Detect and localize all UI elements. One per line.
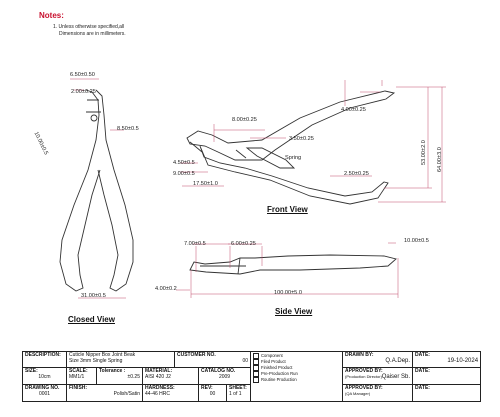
front-view-title: Front View: [267, 205, 308, 214]
checkbox-icon: [253, 371, 260, 377]
checkbox-icon: [253, 377, 260, 383]
sheet-cell: SHEET: 1 of 1: [225, 384, 252, 402]
tolerance-cell: Tolerance : ±0.25: [96, 367, 143, 385]
dim-front-5: 4.50±0.5: [173, 160, 195, 166]
description-value: Cuticle Nipper Box Joint Beak Size 3mm S…: [66, 351, 175, 368]
option-finished-product[interactable]: Finished Product: [253, 365, 340, 371]
approved-by-cell: APPROVED BY: Qaiser Sb. (Production Dire…: [342, 367, 414, 385]
option-pre-production-run[interactable]: Pre-Production Run: [253, 371, 340, 377]
dim-side-2: 6.00±0.25: [231, 241, 256, 247]
dim-front-3: 3.50±0.25: [289, 136, 314, 142]
checkbox-icon: [253, 365, 260, 371]
checkbox-icon: [253, 353, 260, 359]
drawing-no-cell: DRAWING NO. 0001: [22, 384, 67, 402]
rev-cell: REV: 00: [198, 384, 227, 402]
dim-front-6: 9.00±0.5: [173, 171, 195, 177]
material-cell: MATERIAL: AISI 420 J2: [142, 367, 199, 385]
customer-no-cell: CUSTOMER NO. 00: [173, 351, 252, 368]
dim-closed-1: 6.50±0.50: [70, 72, 95, 78]
dim-side-1: 7.00±0.5: [184, 241, 206, 247]
date-cell: DATE: 19-10-2024: [412, 351, 482, 368]
closed-view-title: Closed View: [68, 315, 115, 324]
notes-line-1: 1. Unless otherwise specified,all: [53, 24, 125, 30]
option-component[interactable]: Component: [253, 353, 340, 359]
size-cell: SIZE: 10cm: [22, 367, 67, 385]
side-view-title: Side View: [275, 307, 313, 316]
checkbox-icon: [253, 359, 260, 365]
dim-front-8: 2.50±0.25: [344, 171, 369, 177]
dim-front-7: 17.50±1.0: [193, 181, 218, 187]
notes-line-2: Dimensions are in millimeters.: [59, 31, 126, 37]
hardness-cell: HARDNESS: 44-46 HRC: [142, 384, 199, 402]
dim-front-10: 64.00±3.0: [437, 147, 443, 172]
dim-side-5: 100.00±5.0: [274, 290, 302, 296]
dim-front-2: 8.00±0.25: [232, 117, 257, 123]
dim-front-9: 53.00±2.0: [421, 140, 427, 165]
description-label: DESCRIPTION:: [22, 351, 67, 368]
drawn-by-cell: DRAWN BY: Q.A.Dep.: [342, 351, 414, 368]
dim-side-3: 10.00±0.5: [404, 238, 429, 244]
approved-by2-cell: APPROVED BY: (QA Manager): [342, 384, 414, 402]
notes-title: Notes:: [39, 11, 64, 20]
catalog-no-cell: CATALOG NO. 2009: [197, 367, 252, 385]
option-filed-product[interactable]: Filed Product: [253, 359, 340, 365]
dim-closed-3: 8.50±0.5: [117, 126, 139, 132]
dim-closed-5: 31.00±0.5: [81, 293, 106, 299]
dim-closed-2: 2.00±0.25: [71, 89, 96, 95]
dim-front-spring: Spring: [285, 155, 302, 161]
title-block: DESCRIPTION: Cuticle Nipper Box Joint Be…: [22, 351, 482, 402]
date3-cell: DATE:: [412, 384, 482, 402]
dim-side-4: 4.00±0.2: [155, 286, 177, 292]
finish-cell: FINISH: Polish/Satin: [66, 384, 143, 402]
production-options: Component Filed Product Finished Product…: [250, 351, 344, 402]
option-routine-production[interactable]: Routine Production: [253, 377, 340, 383]
date2-cell: DATE:: [412, 367, 482, 385]
scale-cell: SCALE: MM1/1: [66, 367, 97, 385]
dim-front-1: 4.00±0.25: [341, 107, 366, 113]
